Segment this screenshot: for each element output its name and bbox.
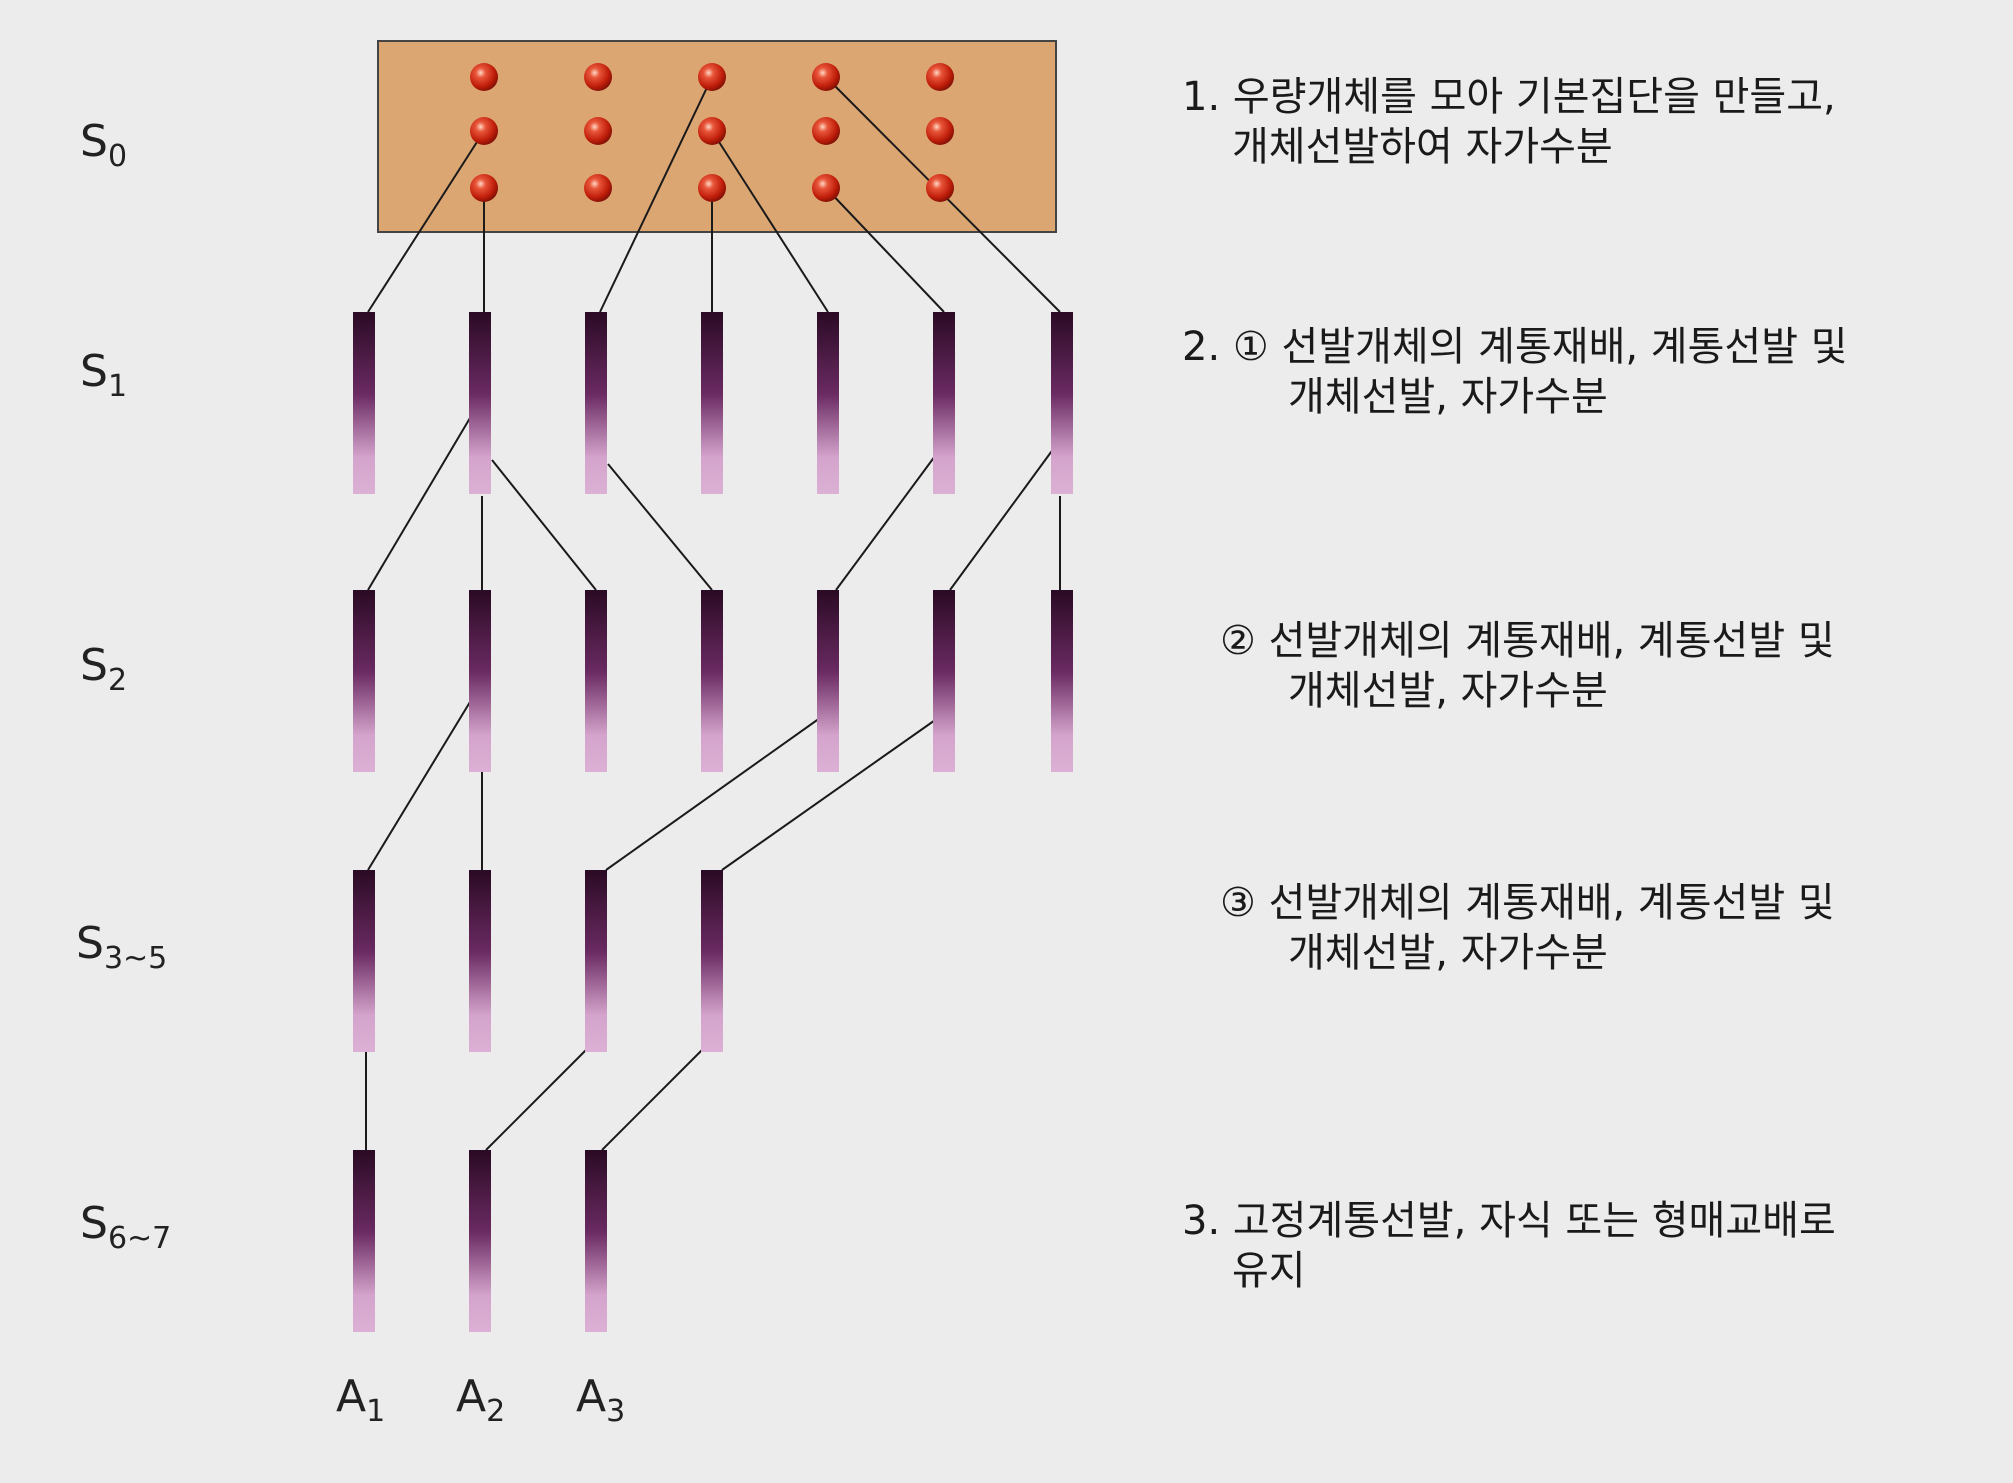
line-bar xyxy=(1051,590,1073,772)
connector xyxy=(601,1047,705,1151)
line-bar xyxy=(353,590,375,772)
line-bar xyxy=(933,312,955,494)
step-2-1-text: 2. ① 선발개체의 계통재배, 계통선발 및 개체선발, 자가수분 xyxy=(1182,324,1848,420)
line-bar xyxy=(933,590,955,772)
line-bar xyxy=(353,870,375,1052)
connector xyxy=(721,717,939,871)
line-label-a1: A1 xyxy=(336,1371,386,1429)
individual-dot xyxy=(812,117,840,145)
line-bar xyxy=(817,590,839,772)
individual-dot xyxy=(812,174,840,202)
line-bar xyxy=(1051,312,1073,494)
individual-dot xyxy=(698,117,726,145)
line-bar xyxy=(469,590,491,772)
individual-dot xyxy=(470,174,498,202)
step-3-text: 3. 고정계통선발, 자식 또는 형매교배로 유지 xyxy=(1182,1198,1836,1294)
connector xyxy=(605,717,821,871)
individual-dot xyxy=(698,174,726,202)
connector xyxy=(711,130,829,313)
individual-dots xyxy=(470,63,954,202)
line-bar xyxy=(585,312,607,494)
individual-dot xyxy=(698,63,726,91)
generation-label-s0: S0 xyxy=(80,116,128,174)
connector xyxy=(485,1047,589,1151)
individual-dot xyxy=(470,63,498,91)
line-bar xyxy=(701,870,723,1052)
step-1-text: 1. 우량개체를 모아 기본집단을 만들고, 개체선발하여 자가수분 xyxy=(1182,74,1836,170)
connector xyxy=(367,701,471,871)
line-bar xyxy=(469,870,491,1052)
line-bar xyxy=(469,312,491,494)
line-bar xyxy=(817,312,839,494)
line-bar xyxy=(353,1150,375,1332)
line-bar xyxy=(469,1150,491,1332)
connector xyxy=(607,463,713,591)
step-2-2-text: ② 선발개체의 계통재배, 계통선발 및 개체선발, 자가수분 xyxy=(1220,618,1835,714)
generation-label-s1: S1 xyxy=(80,346,128,404)
connector xyxy=(367,130,485,313)
line-bar xyxy=(585,590,607,772)
individual-dot xyxy=(926,174,954,202)
line-bar xyxy=(585,870,607,1052)
line-bar xyxy=(353,312,375,494)
individual-dot xyxy=(584,117,612,145)
line-bars xyxy=(353,312,1073,1332)
step-2-3-text: ③ 선발개체의 계통재배, 계통선발 및 개체선발, 자가수분 xyxy=(1220,880,1835,976)
individual-dot xyxy=(926,63,954,91)
connector xyxy=(835,451,939,591)
individual-dot xyxy=(584,63,612,91)
connector xyxy=(949,447,1055,591)
connector xyxy=(491,459,597,591)
line-label-a3: A3 xyxy=(576,1371,626,1429)
line-bar xyxy=(701,590,723,772)
connector xyxy=(599,76,713,313)
individual-dot xyxy=(470,117,498,145)
line-bar xyxy=(701,312,723,494)
generation-label-s3-5: S3~5 xyxy=(76,918,168,976)
line-label-a2: A2 xyxy=(456,1371,506,1429)
individual-dot xyxy=(926,117,954,145)
generation-label-s2: S2 xyxy=(80,640,128,698)
connector xyxy=(825,187,945,313)
line-bar xyxy=(585,1150,607,1332)
selection-lines xyxy=(365,76,1061,1151)
generation-label-s6-7: S6~7 xyxy=(80,1198,172,1256)
connector xyxy=(367,417,471,591)
individual-dot xyxy=(584,174,612,202)
individual-dot xyxy=(812,63,840,91)
